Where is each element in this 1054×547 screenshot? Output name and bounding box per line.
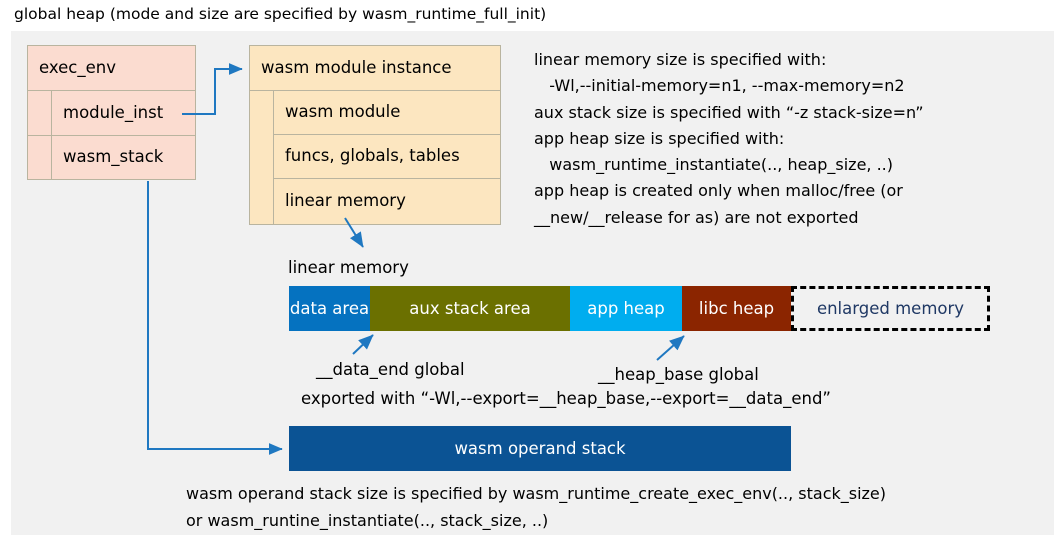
memory-segment-aux-stack-area: aux stack area (370, 286, 570, 331)
exec-env-gutter-1 (27, 90, 52, 136)
memory-segment-libc-heap: libc heap (682, 286, 791, 331)
wasm-operand-stack-label: wasm operand stack (454, 439, 626, 458)
exported-with-annotation: exported with “-Wl,--export=__heap_base,… (301, 389, 831, 408)
heap-base-annotation: __heap_base global (598, 365, 759, 384)
memory-segment-label: aux stack area (409, 299, 531, 318)
module-instance-row-funcs-globals-tables-label: funcs, globals, tables (285, 146, 460, 166)
module-instance-header-label: wasm module instance (261, 57, 452, 77)
memory-segment-app-heap: app heap (570, 286, 682, 331)
module-instance-row-linear-memory: linear memory (273, 178, 501, 225)
memory-segment-label: data area (289, 299, 370, 318)
module-instance-row-wasm-module: wasm module (273, 90, 501, 135)
memory-segment-label: libc heap (698, 299, 775, 318)
exec-env-row-module-inst-label: module_inst (63, 102, 164, 122)
operand-stack-caption: wasm operand stack size is specified by … (186, 484, 887, 530)
page-title: global heap (mode and size are specified… (14, 5, 547, 23)
exec-env-row-module-inst: module_inst (51, 90, 196, 136)
linear-memory-bar: data area aux stack area app heap libc heap… (289, 286, 990, 331)
memory-segment-label: enlarged memory (816, 299, 965, 318)
exec-env-gutter-2 (27, 135, 52, 180)
module-instance-gutter (249, 90, 274, 225)
exec-env-row-wasm-stack-label: wasm_stack (63, 147, 164, 167)
module-instance-row-wasm-module-label: wasm module (285, 102, 401, 122)
module-instance-row-funcs-globals-tables: funcs, globals, tables (273, 134, 501, 179)
exec-env-row-wasm-stack: wasm_stack (51, 135, 196, 180)
memory-segment-label: app heap (587, 299, 665, 318)
module-instance-row-linear-memory-label: linear memory (285, 191, 406, 211)
module-instance-header: wasm module instance (249, 45, 501, 91)
data-end-annotation: __data_end global (316, 360, 465, 379)
memory-segment-enlarged-memory: enlarged memory (791, 286, 990, 331)
linear-memory-bar-label: linear memory (288, 258, 409, 277)
wasm-operand-stack-box: wasm operand stack (289, 426, 791, 471)
exec-env-header: exec_env (27, 45, 196, 91)
linear-memory-notes: linear memory size is specified with: -W… (534, 50, 924, 227)
exec-env-header-label: exec_env (39, 57, 116, 77)
memory-segment-data-area: data area (289, 286, 370, 331)
